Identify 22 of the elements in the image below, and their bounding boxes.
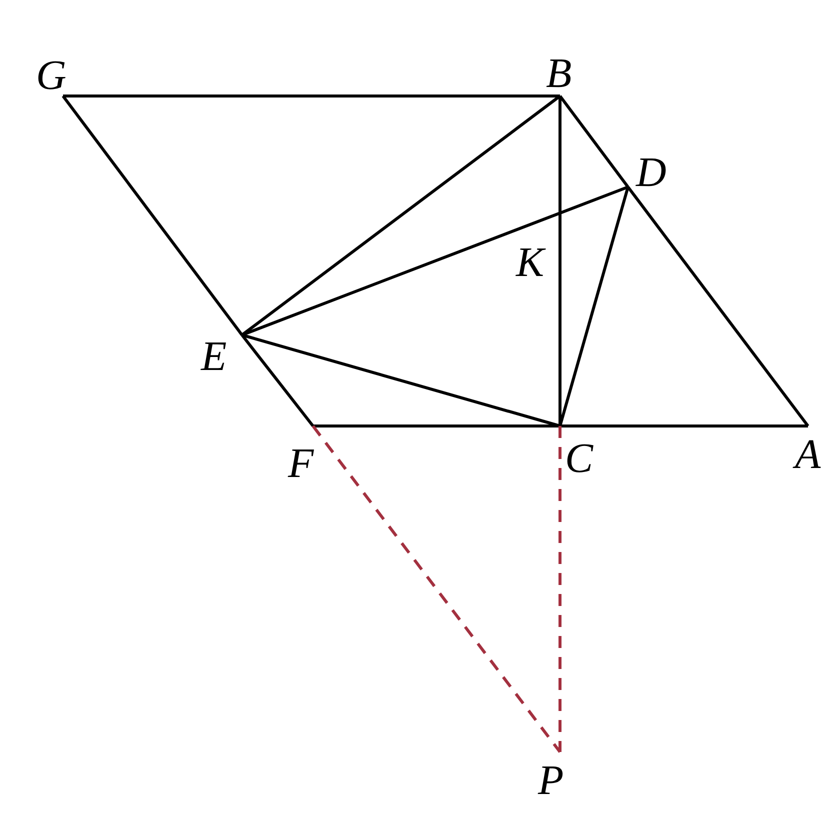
point-label: G xyxy=(36,55,66,97)
point-label: P xyxy=(538,760,564,802)
line-segment xyxy=(558,96,562,426)
point-label: B xyxy=(546,53,572,95)
dashed-line xyxy=(312,425,562,753)
line-segment xyxy=(313,424,560,428)
point-label: E xyxy=(201,336,227,378)
point-label: K xyxy=(516,242,544,284)
point-label: C xyxy=(565,438,594,480)
line-segment xyxy=(63,94,560,98)
line-segment xyxy=(558,186,630,426)
line-segment xyxy=(558,95,630,188)
line-segment xyxy=(626,186,810,427)
line-segment xyxy=(62,95,244,336)
dashed-line xyxy=(558,426,562,752)
line-segment xyxy=(240,334,314,427)
line-segment xyxy=(242,334,560,428)
point-label: D xyxy=(636,152,666,194)
point-label: F xyxy=(288,443,314,485)
point-label: A xyxy=(795,434,821,476)
line-segment xyxy=(560,424,808,428)
line-segment xyxy=(241,94,561,336)
